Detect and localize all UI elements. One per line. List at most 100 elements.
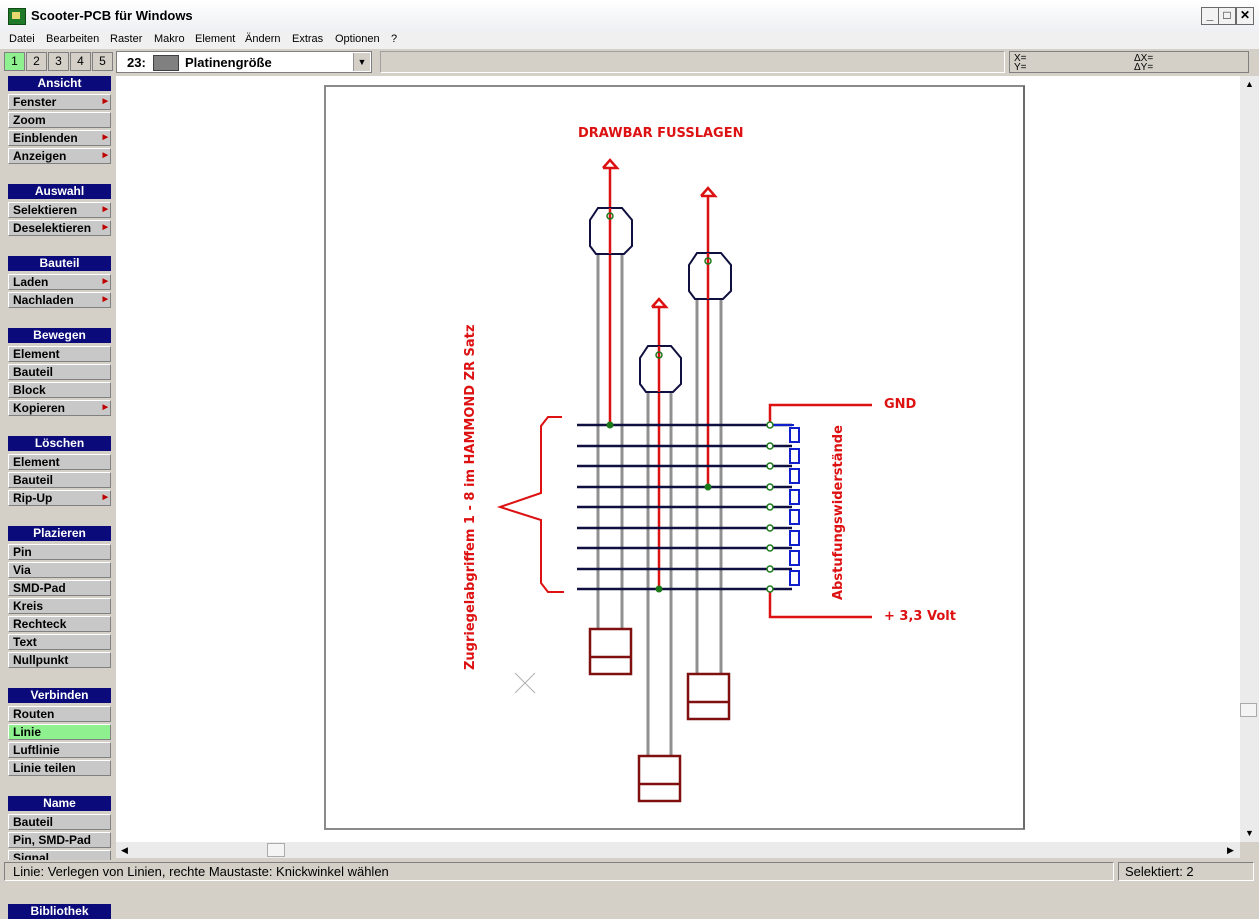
scroll-down-icon[interactable]: ▼ [1245,828,1254,838]
left-rotated-label: Zugriegelabgriffem 1 - 8 im HAMMOND ZR S… [463,325,478,670]
submenu-arrow-icon: ▶ [102,404,108,411]
sidebar-item-bewegen-element[interactable]: Element [8,346,111,362]
submenu-arrow-icon: ▶ [102,134,108,141]
component-signal-overlay [608,208,710,392]
sidebar-item-label: Element [13,455,60,469]
sidebar-item-label: Kreis [13,599,44,613]
supply-lines [768,403,872,619]
sidebar-item-ansicht-anzeigen[interactable]: Anzeigen▶ [8,148,111,164]
maximize-button[interactable]: □ [1218,7,1236,25]
sidebar-item-plazieren-rechteck[interactable]: Rechteck [8,616,111,632]
sidebar-item-label: Block [13,383,46,397]
sidebar-item-bewegen-kopieren[interactable]: Kopieren ▶ [8,400,111,416]
coord-y: Y= [1014,62,1027,73]
sidebar-item-plazieren-text[interactable]: Text [8,634,111,650]
layer-select[interactable]: 23: Platinengröße ▼ [116,51,372,73]
sidebar-header-plazieren: Plazieren [8,526,111,541]
menu-help[interactable]: ? [391,33,398,45]
sidebar-item-plazieren-smd-pad[interactable]: SMD-Pad [8,580,111,596]
layer-tab-5[interactable]: 5 [92,52,113,71]
sidebar-item-plazieren-pin[interactable]: Pin [8,544,111,560]
menu-element[interactable]: Element [195,33,236,45]
close-button[interactable]: ✕ [1236,7,1254,25]
sidebar-item-name-pin-smd-pad[interactable]: Pin, SMD-Pad [8,832,111,848]
sidebar-item-label: Nachladen [13,293,74,307]
sidebar-item-verbinden-linie-teilen[interactable]: Linie teilen [8,760,111,776]
sidebar-item-name-bauteil[interactable]: Bauteil [8,814,111,830]
sidebar-item-löschen-element[interactable]: Element [8,454,111,470]
sidebar-item-bauteil-laden[interactable]: Laden▶ [8,274,111,290]
window-title: Scooter-PCB für Windows [31,8,193,23]
resistor-nodes [766,421,774,593]
sidebar-item-label: Routen [13,707,55,721]
sidebar-header-ansicht: Ansicht [8,76,111,91]
component-leads [596,252,723,757]
chevron-down-icon[interactable]: ▼ [353,53,370,71]
layer-tab-1[interactable]: 1 [4,52,25,71]
sidebar-item-label: Anzeigen [13,149,67,163]
minimize-button[interactable]: _ [1201,7,1219,25]
resistor-ladder [770,424,800,586]
sidebar-item-label: Linie teilen [13,761,76,775]
submenu-arrow-icon: ▶ [102,494,108,501]
sidebar-header-name: Name [8,796,111,811]
scroll-right-icon[interactable]: ▶ [1227,845,1234,855]
sidebar-item-label: Text [13,635,37,649]
drawing-canvas[interactable]: DRAWBAR FUSSLAGEN [116,76,1240,842]
vcc-label: + 3,3 Volt [884,609,956,624]
layer-number: 23: [127,55,146,70]
sidebar-item-label: Zoom [13,113,46,127]
sidebar-item-label: Fenster [13,95,57,109]
coord-x: X= [1014,53,1027,64]
submenu-arrow-icon: ▶ [102,224,108,231]
vertical-scrollbar[interactable]: ▲ ▼ [1240,76,1259,842]
menu-makro[interactable]: Makro [154,33,185,45]
menu-extras[interactable]: Extras [292,33,324,45]
bracket-shape [496,416,564,593]
title-bar: Scooter-PCB für Windows _ □ ✕ [0,0,1259,32]
sidebar-item-label: Element [13,347,60,361]
sidebar-item-label: Pin, SMD-Pad [13,833,92,847]
submenu-arrow-icon: ▶ [102,98,108,105]
sidebar-item-plazieren-via[interactable]: Via [8,562,111,578]
sidebar-item-plazieren-nullpunkt[interactable]: Nullpunkt [8,652,111,668]
layer-tab-4[interactable]: 4 [70,52,91,71]
sidebar-item-auswahl-selektieren[interactable]: Selektieren▶ [8,202,111,218]
layer-tab-3[interactable]: 3 [48,52,69,71]
scroll-left-icon[interactable]: ◀ [121,845,128,855]
toolbar-spacer [380,51,1005,73]
scroll-up-icon[interactable]: ▲ [1245,79,1254,89]
sidebar-item-ansicht-zoom[interactable]: Zoom [8,112,111,128]
sidebar-item-label: Rechteck [13,617,67,631]
sidebar-item-bewegen-bauteil[interactable]: Bauteil [8,364,111,380]
sidebar-item-label: Kopieren [13,401,66,415]
sidebar-item-label: Rip-Up [13,491,53,505]
status-bar: Linie: Verlegen von Linien, rechte Maust… [0,860,1259,884]
sidebar-header-bibliothek: Bibliothek [8,904,111,919]
sidebar-header-bauteil: Bauteil [8,256,111,271]
sidebar-header-bewegen: Bewegen [8,328,111,343]
horizontal-scrollbar[interactable]: ◀ ▶ [116,842,1240,858]
sidebar-item-verbinden-linie[interactable]: Linie [8,724,111,740]
sidebar-item-ansicht-fenster[interactable]: Fenster ▶ [8,94,111,110]
sidebar-item-verbinden-luftlinie[interactable]: Luftlinie [8,742,111,758]
sidebar-item-auswahl-deselektieren[interactable]: Deselektieren▶ [8,220,111,236]
menu-raster[interactable]: Raster [110,33,143,45]
menu-datei[interactable]: Datei [9,33,35,45]
sidebar-item-verbinden-routen[interactable]: Routen [8,706,111,722]
menu-aendern[interactable]: Ändern [245,33,281,45]
horizontal-scroll-thumb[interactable] [267,843,285,857]
menu-optionen[interactable]: Optionen [335,33,380,45]
sidebar-item-plazieren-kreis[interactable]: Kreis [8,598,111,614]
submenu-arrow-icon: ▶ [102,278,108,285]
sidebar-item-bewegen-block[interactable]: Block [8,382,111,398]
sidebar-item-ansicht-einblenden[interactable]: Einblenden▶ [8,130,111,146]
layer-tab-2[interactable]: 2 [26,52,47,71]
gnd-label: GND [884,397,917,412]
sidebar-item-bauteil-nachladen[interactable]: Nachladen▶ [8,292,111,308]
sidebar-item-löschen-rip-up[interactable]: Rip-Up ▶ [8,490,111,506]
vertical-scroll-thumb[interactable] [1240,703,1257,717]
sidebar-item-löschen-bauteil[interactable]: Bauteil [8,472,111,488]
menu-bearbeiten[interactable]: Bearbeiten [46,33,100,45]
